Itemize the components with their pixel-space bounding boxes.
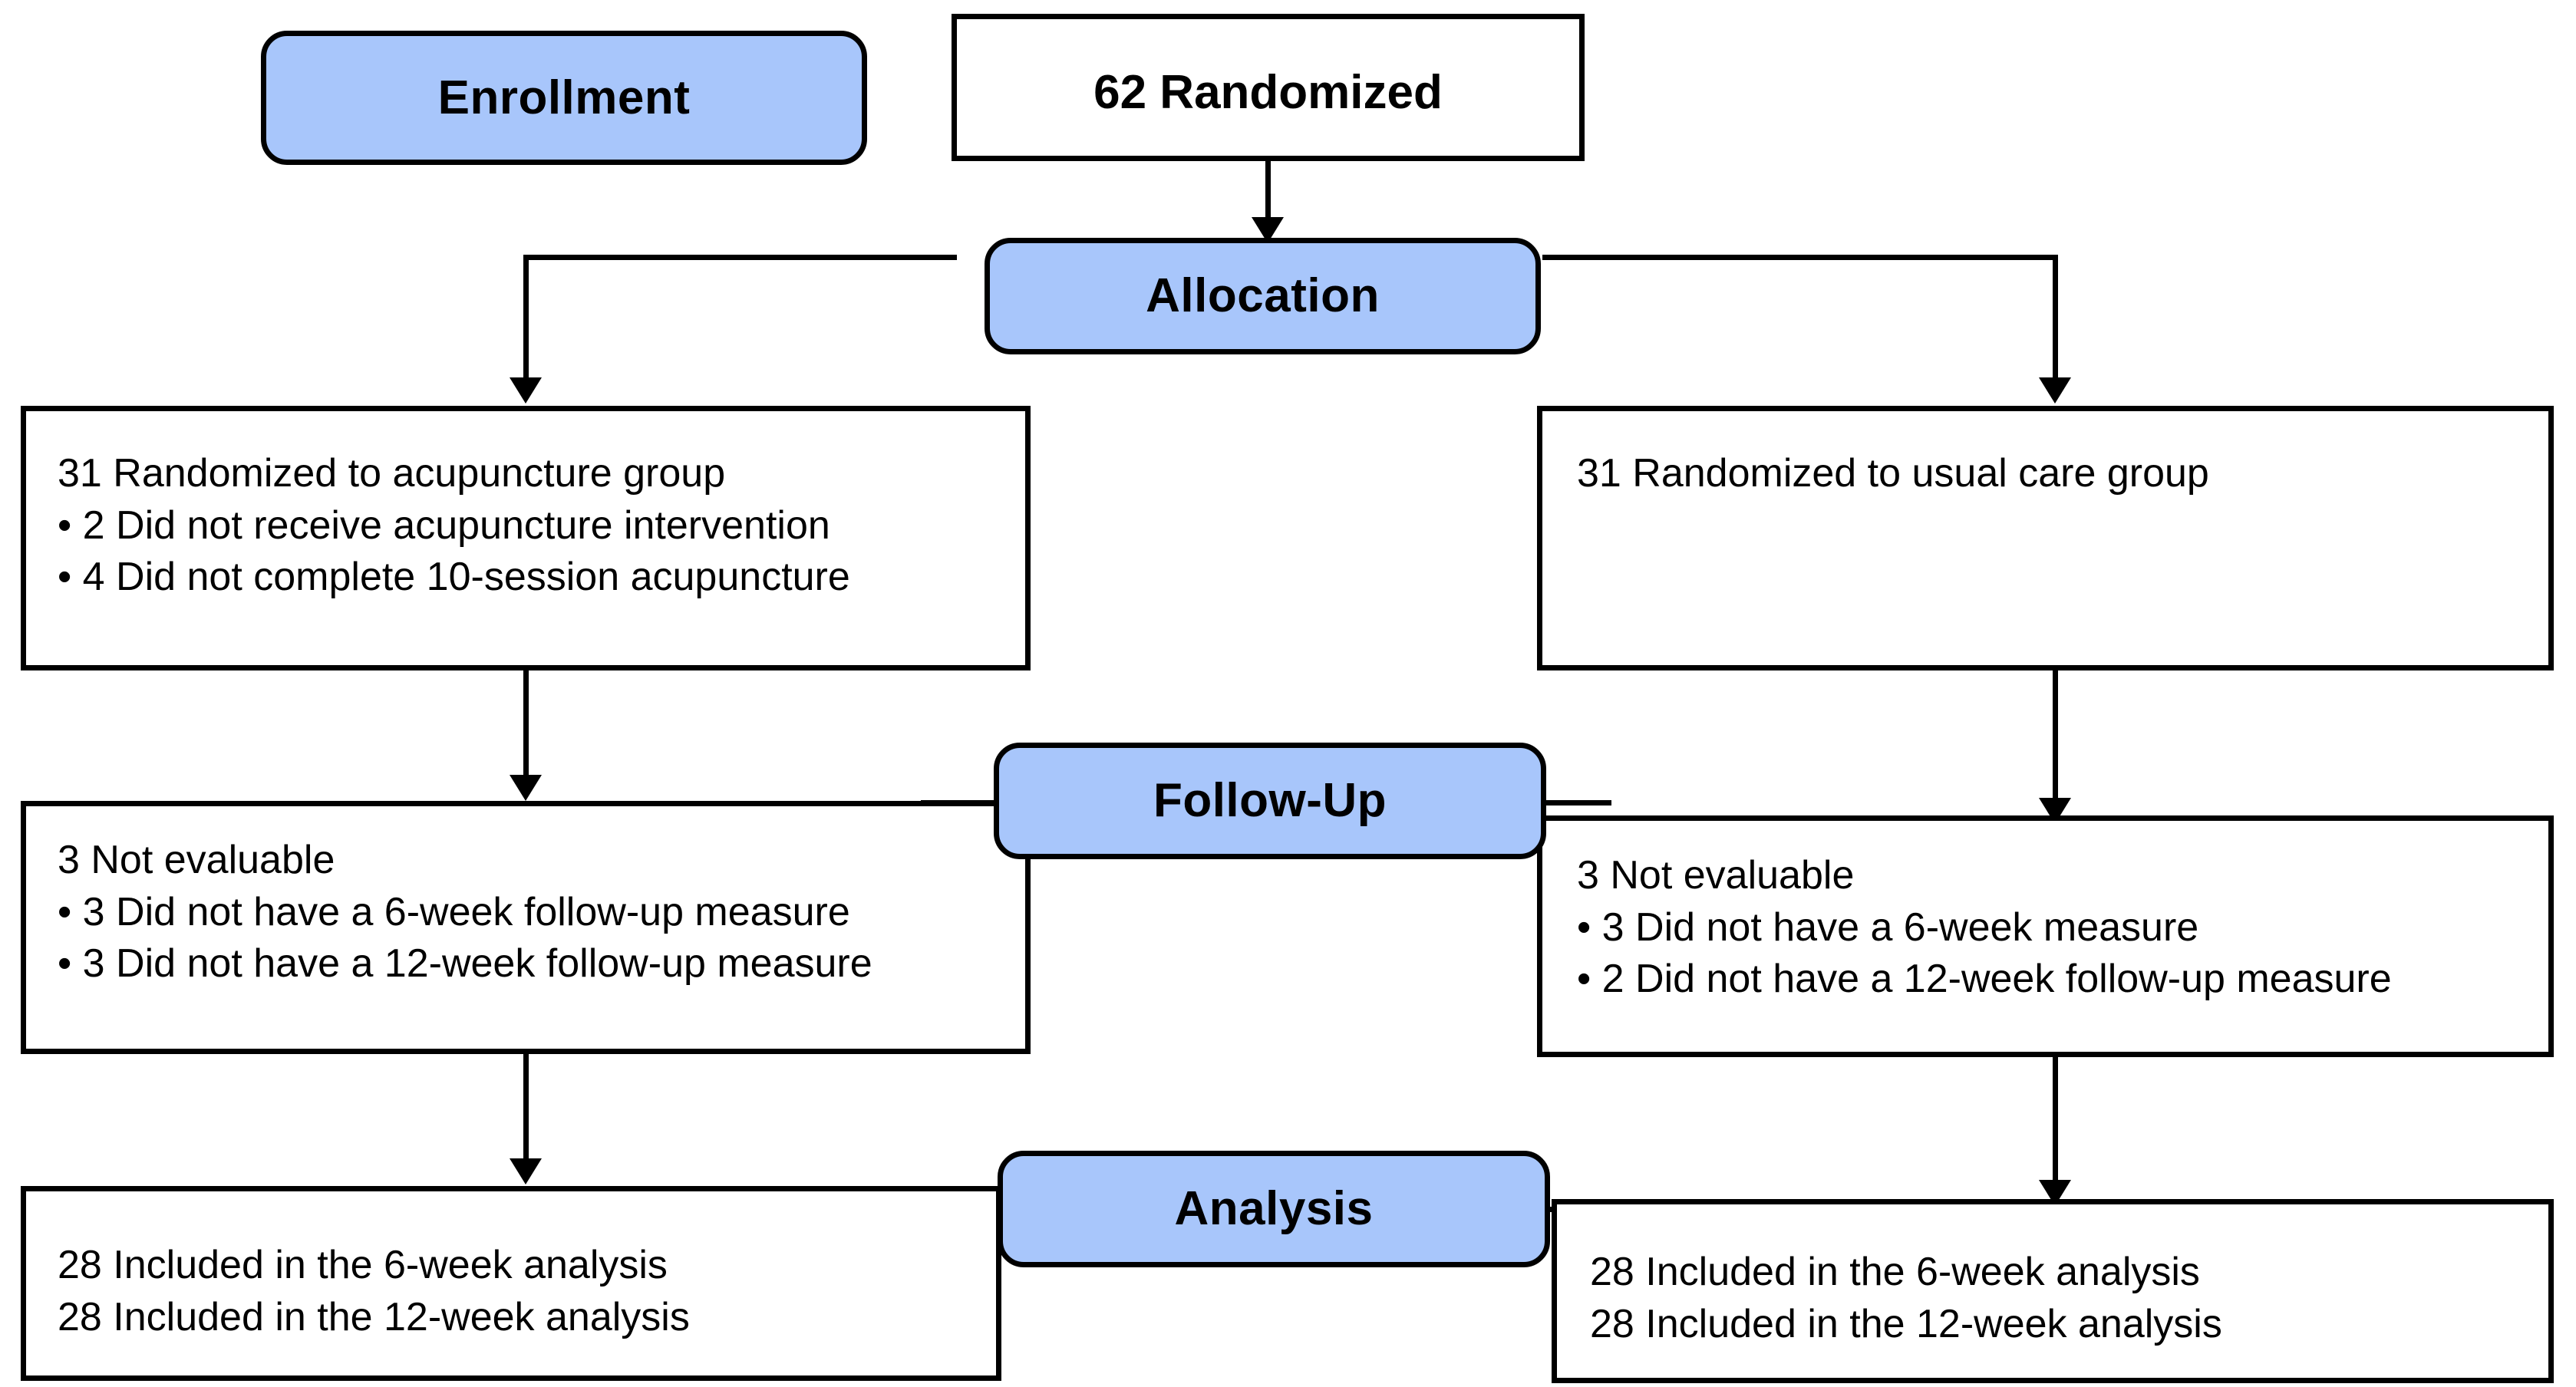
connector-allocation-left-to-followup [523, 670, 529, 778]
analysis-box-left [21, 1186, 1001, 1381]
connector-randomized-to-allocation [1265, 161, 1271, 221]
followup-left-bullet-2: 3 Did not have a 12-week follow-up measu… [58, 938, 872, 990]
connector-allocation-down-right [2053, 255, 2058, 379]
analysis-right-line-2: 28 Included in the 12-week analysis [1590, 1301, 2222, 1346]
randomized-box-text: 62 Randomized [1093, 66, 1443, 119]
followup-right-bullet-1: 3 Did not have a 6-week measure [1577, 902, 2392, 954]
stage-box-allocation: Allocation [985, 238, 1541, 354]
allocation-box-right-text: 31 Randomized to usual care group [1577, 448, 2209, 500]
analysis-box-right [1552, 1199, 2554, 1383]
stage-label-enrollment: Enrollment [437, 71, 691, 124]
stage-box-enrollment: Enrollment [261, 31, 867, 165]
arrowhead-allocation-right [2039, 377, 2071, 404]
stage-box-followup: Follow-Up [994, 743, 1546, 859]
analysis-left-line-2: 28 Included in the 12-week analysis [58, 1294, 690, 1339]
followup-box-left-text: 3 Not evaluable 3 Did not have a 6-week … [58, 835, 872, 990]
allocation-right-heading: 31 Randomized to usual care group [1577, 451, 2209, 496]
stage-label-allocation: Allocation [1146, 269, 1380, 322]
followup-left-bullet-1: 3 Did not have a 6-week follow-up measur… [58, 887, 872, 939]
followup-box-right-text: 3 Not evaluable 3 Did not have a 6-week … [1577, 850, 2392, 1006]
analysis-box-right-text: 28 Included in the 6-week analysis 28 In… [1590, 1247, 2222, 1350]
connector-followup-stub-right [1527, 800, 1611, 806]
connector-allocation-split-left [523, 255, 957, 260]
connector-allocation-right-to-followup [2053, 670, 2058, 801]
connector-followup-right-to-analysis [2053, 1057, 2058, 1184]
followup-left-heading: 3 Not evaluable [58, 838, 335, 882]
allocation-box-right [1537, 406, 2554, 670]
stage-label-analysis: Analysis [1174, 1182, 1374, 1235]
arrowhead-followup-left [510, 775, 542, 801]
connector-allocation-split-right [1542, 255, 2058, 260]
followup-right-heading: 3 Not evaluable [1577, 853, 1855, 898]
connector-allocation-down-left [523, 255, 529, 379]
allocation-left-bullet-1: 2 Did not receive acupuncture interventi… [58, 500, 850, 552]
analysis-box-left-text: 28 Included in the 6-week analysis 28 In… [58, 1240, 690, 1343]
allocation-box-left-text: 31 Randomized to acupuncture group 2 Did… [58, 448, 850, 604]
allocation-left-bullet-2: 4 Did not complete 10-session acupunctur… [58, 552, 850, 604]
stage-box-analysis: Analysis [998, 1151, 1550, 1267]
analysis-left-line-1: 28 Included in the 6-week analysis [58, 1243, 668, 1287]
analysis-right-line-1: 28 Included in the 6-week analysis [1590, 1250, 2200, 1294]
arrowhead-allocation-left [510, 377, 542, 404]
followup-right-bullet-2: 2 Did not have a 12-week follow-up measu… [1577, 954, 2392, 1006]
randomized-box [952, 14, 1585, 161]
stage-label-followup: Follow-Up [1153, 774, 1387, 827]
arrowhead-analysis-left [510, 1158, 542, 1184]
connector-followup-left-to-analysis [523, 1054, 529, 1161]
allocation-left-heading: 31 Randomized to acupuncture group [58, 451, 726, 496]
